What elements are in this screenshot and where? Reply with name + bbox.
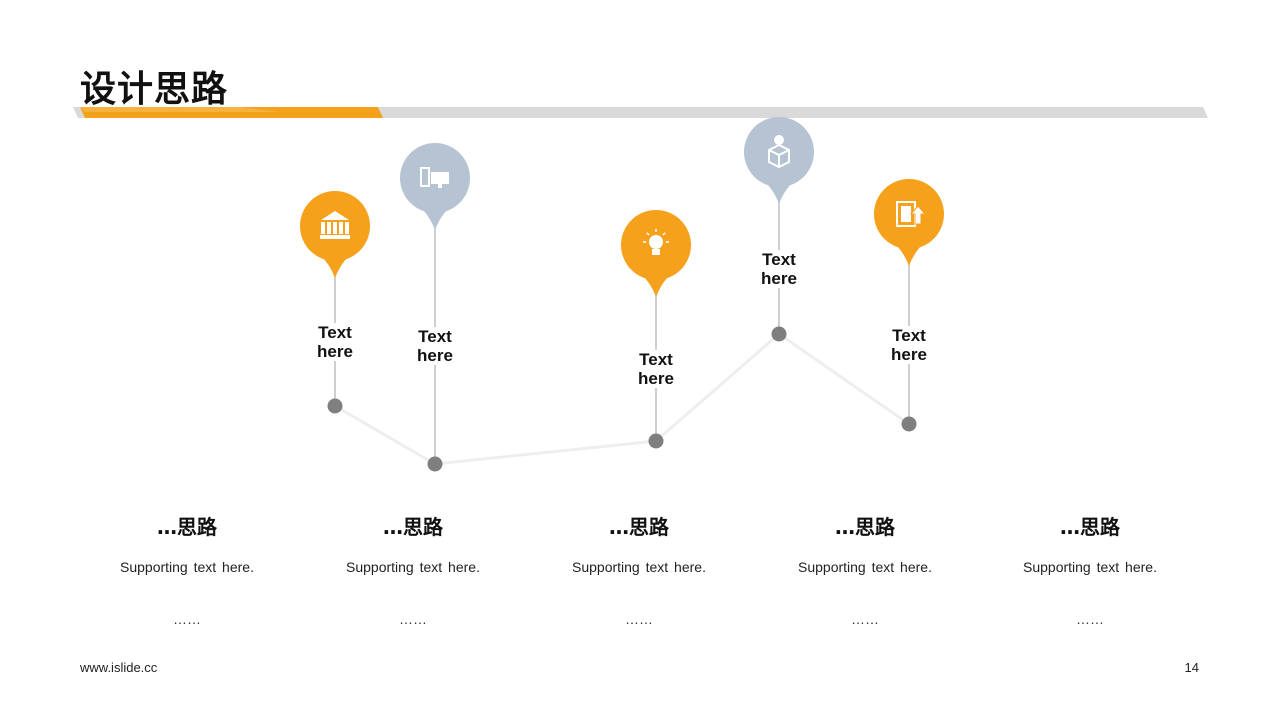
idea-column: …思路 Supporting text here. …… bbox=[977, 512, 1203, 626]
column-ellipsis: …… bbox=[625, 611, 653, 627]
column-supporting-text: Supporting text here. bbox=[798, 559, 932, 575]
column-ellipsis: …… bbox=[851, 611, 879, 627]
page-title: 设计思路 bbox=[80, 69, 229, 110]
column-heading: …思路 bbox=[157, 515, 217, 539]
page-number: 14 bbox=[1184, 660, 1199, 675]
monitor-icon bbox=[420, 167, 449, 188]
column-heading: …思路 bbox=[383, 515, 443, 539]
title-bar-accent-highlight bbox=[80, 107, 280, 112]
column-heading: …思路 bbox=[835, 515, 895, 539]
footer-website[interactable]: www.islide.cc bbox=[80, 660, 158, 675]
lightbulb-icon bbox=[643, 229, 669, 255]
idea-column: …思路 Supporting text here. …… bbox=[752, 512, 978, 626]
idea-column: …思路 Supporting text here. …… bbox=[74, 512, 300, 626]
map-pin-marker bbox=[744, 117, 814, 204]
timeline-dot bbox=[648, 433, 664, 449]
column-heading: …思路 bbox=[1060, 515, 1120, 539]
map-pin-marker bbox=[874, 179, 944, 266]
timeline-dot bbox=[327, 398, 343, 414]
column-supporting-text: Supporting text here. bbox=[572, 559, 706, 575]
upload-document-icon bbox=[896, 201, 927, 227]
connector-line bbox=[333, 404, 437, 466]
timeline-dot bbox=[427, 456, 443, 472]
idea-column: …思路 Supporting text here. …… bbox=[300, 512, 526, 626]
bank-icon bbox=[320, 211, 350, 239]
column-heading: …思路 bbox=[609, 515, 669, 539]
timeline-dot bbox=[901, 416, 917, 432]
column-ellipsis: …… bbox=[399, 611, 427, 627]
money-box-icon bbox=[768, 135, 790, 169]
timeline-dot bbox=[771, 326, 787, 342]
column-supporting-text: Supporting text here. bbox=[1023, 559, 1157, 575]
map-pin-marker bbox=[621, 210, 691, 297]
timeline-pin-diagram bbox=[300, 117, 944, 472]
map-pin-marker bbox=[300, 191, 370, 278]
title-underline-bar bbox=[73, 107, 1208, 118]
column-supporting-text: Supporting text here. bbox=[120, 559, 254, 575]
connector-line bbox=[777, 332, 911, 426]
idea-column: …思路 Supporting text here. …… bbox=[526, 512, 752, 626]
column-ellipsis: …… bbox=[1076, 611, 1104, 627]
map-pin-marker bbox=[400, 143, 470, 230]
connector-line bbox=[433, 439, 658, 466]
column-ellipsis: …… bbox=[173, 611, 201, 627]
column-supporting-text: Supporting text here. bbox=[346, 559, 480, 575]
connector-line bbox=[654, 332, 781, 443]
